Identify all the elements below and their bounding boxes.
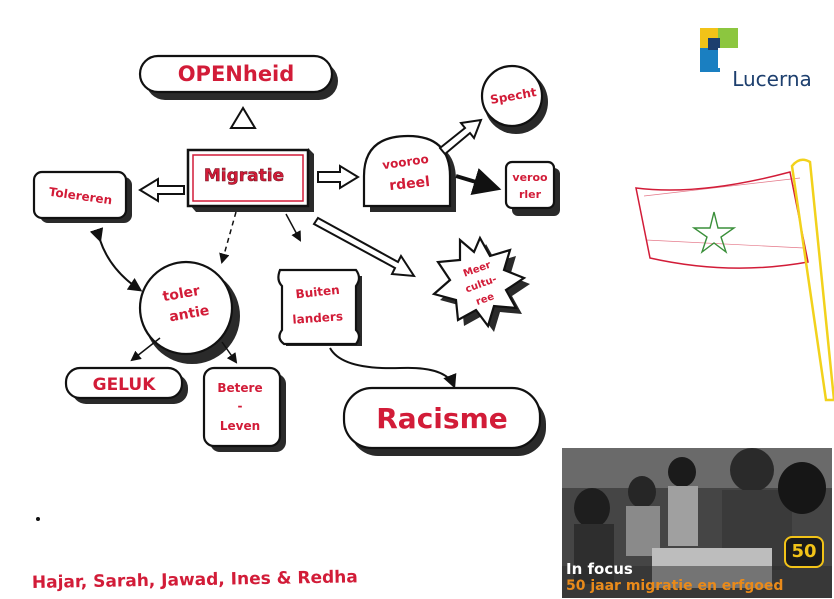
node-beter-leven-label-1: Betere xyxy=(217,381,262,395)
node-geluk: GELUK xyxy=(64,366,188,404)
node-racisme-label: Racisme xyxy=(376,402,507,435)
arrow-to-buitenlanders xyxy=(285,213,301,242)
node-veroordeler: veroo rler xyxy=(504,160,560,216)
in-focus-photo: 50 In focus 50 jaar migratie en erfgoed xyxy=(562,448,832,598)
node-tolerantie-label-1: toler xyxy=(161,283,201,305)
arrow-tolereren-tolerantie xyxy=(89,227,143,292)
node-specht: Specht xyxy=(480,64,548,134)
in-focus-photo-art xyxy=(562,448,832,598)
node-geluk-label: GELUK xyxy=(93,375,157,395)
star-icon xyxy=(691,211,737,254)
node-openheid-label: OPENheid xyxy=(178,62,295,86)
arrow-to-tolereren xyxy=(138,177,185,203)
node-beter-leven-label-2: - xyxy=(238,399,243,413)
arrow-to-meer-cultuur xyxy=(312,216,416,278)
flag-drawing xyxy=(635,158,834,402)
node-vooroordeel-label-2: rdeel xyxy=(388,174,430,194)
triangle-icon xyxy=(229,106,257,129)
in-focus-label: In focus xyxy=(566,560,633,578)
in-focus-badge: 50 xyxy=(784,536,824,568)
node-vooroordeel-label-1: vooroo xyxy=(381,152,429,172)
node-vooroordeel: vooroo rdeel xyxy=(362,134,456,212)
node-migratie-label: Migratie xyxy=(204,166,284,186)
node-buitenlanders: Buiten landers xyxy=(277,268,362,346)
node-tolerantie: toler antie xyxy=(138,260,240,364)
node-beter-leven: Betere - Leven xyxy=(202,366,286,452)
node-buitenlanders-label-1: Buiten xyxy=(295,283,340,302)
lucerna-logo: Lucerna xyxy=(700,28,812,91)
flag-pole xyxy=(790,158,834,402)
arrow-to-tolerantie xyxy=(219,211,237,265)
authors-signature: Hajar, Sarah, Jawad, Ines & Redha xyxy=(32,567,358,593)
lucerna-logo-text: Lucerna xyxy=(732,67,812,91)
node-openheid: OPENheid xyxy=(138,54,338,100)
node-tolereren: Tolereren xyxy=(32,170,132,223)
in-focus-subtitle: 50 jaar migratie en erfgoed xyxy=(566,578,784,594)
ink-dot xyxy=(36,517,40,521)
node-meer-cultuur: Meer cultu- ree xyxy=(431,235,530,332)
arrow-to-specht xyxy=(438,118,483,156)
arrow-to-veroordeler xyxy=(455,168,502,195)
arrow-to-geluk xyxy=(130,337,161,362)
node-beter-leven-label-3: Leven xyxy=(220,419,260,433)
node-veroordeler-label-1: veroo xyxy=(512,171,548,184)
arrow-to-vooroordeel xyxy=(317,164,360,190)
arrow-to-racisme xyxy=(329,347,457,389)
node-migratie: Migratie xyxy=(186,148,314,212)
node-racisme: Racisme xyxy=(342,386,546,456)
node-tolerantie-label-2: antie xyxy=(168,303,211,326)
arrow-to-beter-leven xyxy=(221,341,238,364)
node-veroordeler-label-2: rler xyxy=(519,188,542,201)
node-buitenlanders-label-2: landers xyxy=(292,309,343,326)
